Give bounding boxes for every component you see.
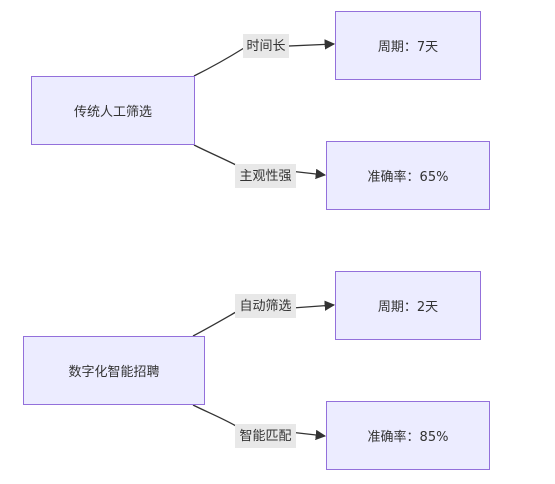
edge-label-long-time: 时间长 bbox=[243, 34, 289, 58]
edge-label-subjective: 主观性强 bbox=[235, 164, 296, 188]
edge-label-auto-screening: 自动筛选 bbox=[235, 294, 296, 318]
node-digital-accuracy: 准确率：85% bbox=[326, 401, 490, 470]
edge-label-smart-matching: 智能匹配 bbox=[235, 424, 296, 448]
node-traditional-accuracy: 准确率：65% bbox=[326, 141, 490, 210]
node-traditional-cycle: 周期：7天 bbox=[335, 11, 481, 80]
node-traditional-screening: 传统人工筛选 bbox=[31, 76, 195, 145]
node-digital-recruiting: 数字化智能招聘 bbox=[23, 336, 205, 405]
node-digital-cycle: 周期：2天 bbox=[335, 271, 481, 340]
